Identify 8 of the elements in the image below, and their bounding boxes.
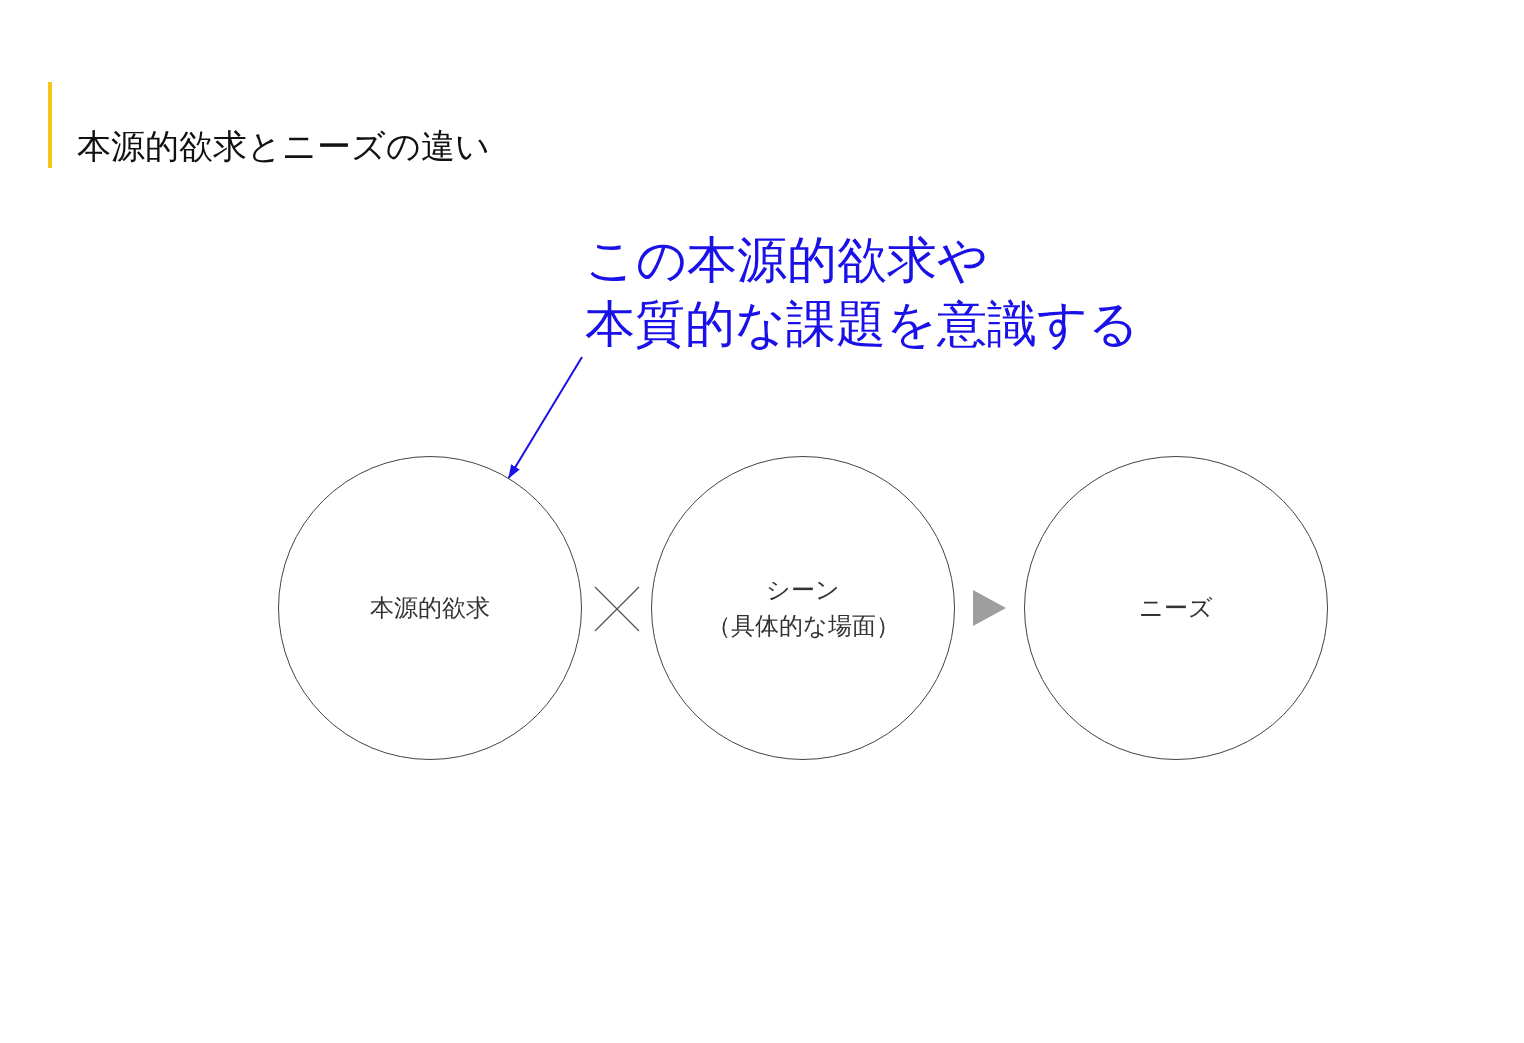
node-label: ニーズ [1139,593,1213,624]
node-label: シーン [766,575,840,606]
diagram-title: 本源的欲求とニーズの違い [77,125,490,168]
annotation-text: この本源的欲求や本質的な課題を意識する [585,230,1139,355]
triangle-arrow [973,590,1006,626]
node-label: （具体的な場面） [706,611,900,642]
node-label: 本源的欲求 [370,593,490,624]
leader-arrow [507,356,583,479]
